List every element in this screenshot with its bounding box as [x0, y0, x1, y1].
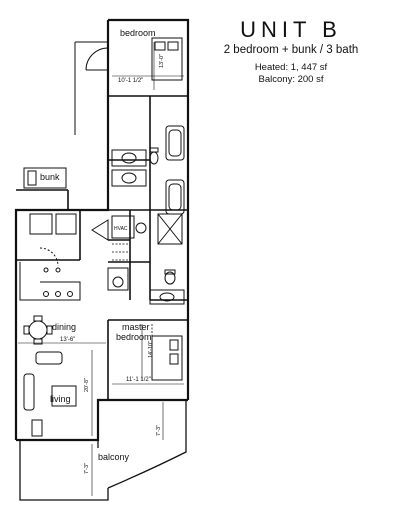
dim-master-width: 11'-1 1/2" — [126, 377, 151, 383]
room-label-living: living — [50, 394, 71, 404]
unit-area: Heated: 1, 447 sf Balcony: 200 sf — [196, 62, 386, 86]
bedroom-bed — [151, 37, 183, 81]
laundry — [107, 267, 129, 291]
room-label-bedroom: bedroom — [120, 28, 156, 38]
kitchen — [19, 213, 81, 301]
bunk-beds — [23, 167, 67, 189]
toilets — [149, 147, 176, 285]
room-label-balcony: balcony — [98, 452, 130, 462]
room-label-master-line1: master — [122, 322, 150, 332]
balcony-area: Balcony: 200 sf — [258, 74, 324, 85]
room-label-hvac: HVAC — [114, 226, 128, 232]
dim-master-depth: 14'-10" — [148, 341, 154, 358]
room-label-master-line2: bedroom — [116, 332, 152, 342]
master-bed — [151, 335, 183, 381]
shower — [157, 213, 183, 245]
dim-balcony-side: 7'-3" — [156, 425, 162, 436]
room-label-bunk: bunk — [40, 172, 60, 182]
bathtubs — [165, 125, 185, 215]
heated-area: Heated: 1, 447 sf — [254, 62, 328, 73]
dim-living-depth: 20'-8" — [84, 378, 90, 392]
dim-bedroom-width: 10'-1 1/2" — [118, 78, 143, 84]
dim-bedroom-depth: 13'-0" — [159, 54, 165, 68]
hvac-closet — [91, 215, 147, 241]
balcony-outline — [19, 400, 187, 501]
dimension-lines — [18, 42, 184, 496]
vanities — [111, 149, 185, 305]
unit-configuration: 2 bedroom + bunk / 3 bath — [223, 44, 359, 56]
entry-door — [74, 41, 109, 135]
unit-title: UNIT B — [240, 17, 342, 42]
dim-living-width: 13'-6" — [60, 337, 75, 343]
room-label-dining: dining — [52, 322, 76, 332]
dining-table — [23, 315, 53, 345]
title-block: UNIT B 2 bedroom + bunk / 3 bath Heated:… — [196, 18, 386, 86]
exterior-walls — [14, 18, 190, 442]
living-furniture — [23, 351, 77, 437]
dim-balcony-depth: 7'-3" — [84, 463, 90, 474]
